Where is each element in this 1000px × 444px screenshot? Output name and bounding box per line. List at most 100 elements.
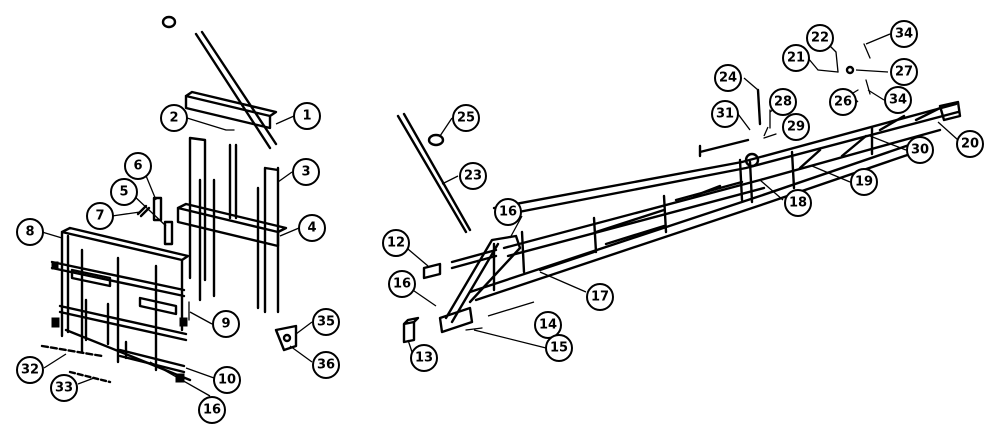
svg-text:16: 16 (499, 205, 517, 220)
svg-text:7: 7 (95, 209, 104, 224)
frame-bracket (70, 268, 178, 316)
mast-lower (198, 178, 260, 310)
callout-26: 26 (829, 88, 857, 116)
svg-text:31: 31 (716, 107, 734, 122)
callout-22: 22 (806, 24, 834, 52)
svg-text:30: 30 (911, 143, 929, 158)
main-frame (50, 226, 192, 382)
pin-34 (863, 43, 871, 95)
chain-33 (68, 370, 112, 384)
part-7 (136, 204, 151, 218)
boom-tip (938, 100, 962, 122)
svg-text:9: 9 (221, 317, 230, 332)
svg-text:16: 16 (393, 277, 411, 292)
mast-right (263, 166, 280, 314)
callouts: 1 2 3 4 5 6 7 8 9 10 12 13 14 15 16 16 1… (16, 20, 984, 424)
svg-text:23: 23 (464, 169, 482, 184)
svg-text:18: 18 (789, 196, 807, 211)
svg-text:15: 15 (550, 341, 568, 356)
rod-23 (396, 112, 472, 234)
callout-3: 3 (292, 158, 320, 186)
base-plate (438, 306, 474, 334)
callout-32: 32 (16, 356, 44, 384)
svg-text:6: 6 (133, 159, 142, 174)
callout-16-boom-top: 16 (494, 198, 522, 226)
boom-top-chord (492, 102, 960, 218)
callout-16-boom-base: 16 (388, 270, 416, 298)
callout-20: 20 (956, 130, 984, 158)
svg-text:33: 33 (55, 381, 73, 396)
callout-19: 19 (850, 168, 878, 196)
pad-25 (427, 133, 445, 147)
pin-12 (422, 248, 498, 280)
callout-36: 36 (312, 351, 340, 379)
washer-27 (845, 65, 855, 75)
frame-plate-2 (51, 261, 59, 270)
callout-5: 5 (110, 178, 138, 206)
callout-34-bottom: 34 (884, 86, 912, 114)
callout-4: 4 (298, 214, 326, 242)
rod-24 (756, 88, 762, 126)
left-assembly (40, 15, 298, 384)
boom-truss (520, 106, 942, 274)
svg-text:36: 36 (317, 358, 335, 373)
callout-7: 7 (86, 202, 114, 230)
svg-text:5: 5 (119, 185, 128, 200)
svg-text:25: 25 (457, 111, 475, 126)
callout-24: 24 (714, 64, 742, 92)
part-5 (163, 220, 174, 246)
callout-27: 27 (890, 58, 918, 86)
callout-10: 10 (213, 366, 241, 394)
svg-text:3: 3 (301, 165, 310, 180)
svg-text:1: 1 (302, 109, 311, 124)
hinge-18 (744, 152, 760, 168)
bracket-hole (282, 333, 292, 343)
frame-plate-1 (51, 317, 60, 328)
callout-23: 23 (459, 162, 487, 190)
bolt-31 (698, 138, 750, 158)
leaders (41, 33, 959, 397)
callout-1: 1 (293, 102, 321, 130)
svg-text:2: 2 (169, 111, 178, 126)
boom-bottom-chord (468, 140, 924, 302)
svg-text:19: 19 (855, 175, 873, 190)
bracket-35 (274, 324, 298, 352)
svg-text:24: 24 (719, 71, 737, 86)
callout-13: 13 (410, 344, 438, 372)
boom-posts (738, 126, 874, 204)
svg-text:14: 14 (539, 318, 557, 333)
mast-pin (228, 143, 238, 220)
callout-30: 30 (906, 136, 934, 164)
long-arm (194, 30, 278, 150)
svg-text:17: 17 (591, 290, 609, 305)
callout-28: 28 (769, 88, 797, 116)
top-beam (184, 90, 278, 130)
svg-text:12: 12 (387, 236, 405, 251)
frame-plate-3 (179, 317, 188, 327)
svg-text:8: 8 (25, 225, 34, 240)
frame-plate-4 (175, 373, 185, 383)
chain-32 (40, 344, 104, 358)
callout-14: 14 (534, 311, 562, 339)
svg-text:34: 34 (895, 27, 913, 42)
callout-15: 15 (545, 334, 573, 362)
svg-text:4: 4 (307, 221, 316, 236)
svg-text:20: 20 (961, 137, 979, 152)
boom-assembly (396, 43, 962, 344)
svg-text:34: 34 (889, 93, 907, 108)
svg-text:10: 10 (218, 373, 236, 388)
pin-22 (835, 51, 839, 73)
callout-31: 31 (711, 100, 739, 128)
callout-25: 25 (452, 104, 480, 132)
callout-29: 29 (782, 113, 810, 141)
knob (161, 15, 177, 29)
callout-8: 8 (16, 218, 44, 246)
mast-left (188, 136, 207, 282)
callout-35: 35 (312, 308, 340, 336)
callout-18: 18 (784, 189, 812, 217)
crossbar (176, 202, 288, 248)
part-6 (152, 196, 163, 222)
block-13 (402, 316, 420, 344)
callout-33: 33 (50, 374, 78, 402)
